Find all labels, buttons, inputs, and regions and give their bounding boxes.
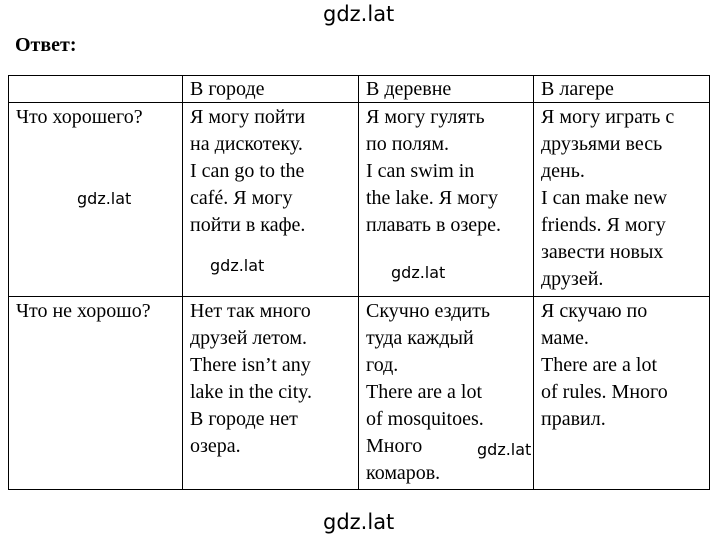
cell-line: Я скучаю по bbox=[541, 300, 648, 322]
cell-line: плавать в озере. bbox=[366, 214, 502, 236]
cell-line: Нет так много bbox=[190, 300, 311, 322]
cell-line: Я могу играть с bbox=[541, 106, 675, 128]
cell-line: друзьями весь bbox=[541, 133, 663, 155]
cell-line: туда каждый bbox=[366, 327, 474, 349]
cell-line: озера. bbox=[190, 435, 241, 457]
cell-line: по полям. bbox=[366, 133, 449, 155]
answer-table: В городе В деревне В лагере Что хорошего… bbox=[8, 75, 710, 490]
watermark-top: gdz.lat bbox=[323, 2, 395, 26]
header-cell-camp: В лагере bbox=[533, 75, 710, 103]
cell-bad-city: Нет так много друзей летом. There isn’t … bbox=[182, 296, 359, 490]
cell-line: комаров. bbox=[366, 462, 441, 484]
cell-line: день. bbox=[541, 160, 585, 182]
watermark-d: gdz.lat bbox=[477, 440, 532, 459]
cell-line: the lake. Я могу bbox=[366, 187, 498, 209]
cell-line: друзей летом. bbox=[190, 327, 308, 349]
cell-line: на дискотеку. bbox=[190, 133, 303, 155]
cell-line: завести новых bbox=[541, 241, 664, 263]
cell-line: There are a lot bbox=[366, 381, 483, 403]
cell-good-camp: Я могу играть с друзьями весь день. I ca… bbox=[533, 102, 710, 297]
cell-line: маме. bbox=[541, 327, 589, 349]
header-cell-empty bbox=[8, 75, 183, 103]
cell-line: Я могу гулять bbox=[366, 106, 485, 128]
cell-good-village: Я могу гулять по полям. I can swim in th… bbox=[358, 102, 534, 297]
table-header-row: В городе В деревне В лагере bbox=[8, 75, 710, 103]
cell-line: friends. Я могу bbox=[541, 214, 666, 236]
cell-line: Много bbox=[366, 435, 423, 457]
watermark-c: gdz.lat bbox=[391, 263, 446, 282]
watermark-b: gdz.lat bbox=[210, 256, 265, 275]
cell-bad-camp: Я скучаю по маме. There are a lot of rul… bbox=[533, 296, 710, 490]
cell-line: café. Я могу bbox=[190, 187, 293, 209]
header-cell-city: В городе bbox=[182, 75, 359, 103]
cell-line: I can swim in bbox=[366, 160, 475, 182]
table-row-good: Что хорошего? Я могу пойти на дискотеку.… bbox=[8, 102, 710, 297]
cell-good-city: Я могу пойти на дискотеку. I can go to t… bbox=[182, 102, 359, 297]
cell-line: пойти в кафе. bbox=[190, 214, 306, 236]
watermark-bottom: gdz.lat bbox=[323, 510, 395, 534]
row-label-bad: Что не хорошо? bbox=[8, 296, 183, 490]
header-cell-village: В деревне bbox=[358, 75, 534, 103]
cell-line: правил. bbox=[541, 408, 606, 430]
cell-line: I can make new bbox=[541, 187, 668, 209]
answer-label: Ответ: bbox=[15, 34, 77, 56]
cell-line: Скучно ездить bbox=[366, 300, 490, 322]
cell-line: There are a lot bbox=[541, 354, 658, 376]
cell-line: друзей. bbox=[541, 268, 604, 290]
cell-line: There isn’t any bbox=[190, 354, 311, 376]
cell-line: год. bbox=[366, 354, 399, 376]
cell-line: Я могу пойти bbox=[190, 106, 306, 128]
cell-line: of rules. Много bbox=[541, 381, 668, 403]
table-row-bad: Что не хорошо? Нет так много друзей лето… bbox=[8, 296, 710, 490]
cell-line: В городе нет bbox=[190, 408, 298, 430]
cell-line: of mosquitoes. bbox=[366, 408, 484, 430]
watermark-a: gdz.lat bbox=[77, 189, 132, 208]
cell-line: lake in the city. bbox=[190, 381, 312, 403]
cell-line: I can go to the bbox=[190, 160, 305, 182]
cell-bad-village: Скучно ездить туда каждый год. There are… bbox=[358, 296, 534, 490]
row-label-good: Что хорошего? bbox=[8, 102, 183, 297]
